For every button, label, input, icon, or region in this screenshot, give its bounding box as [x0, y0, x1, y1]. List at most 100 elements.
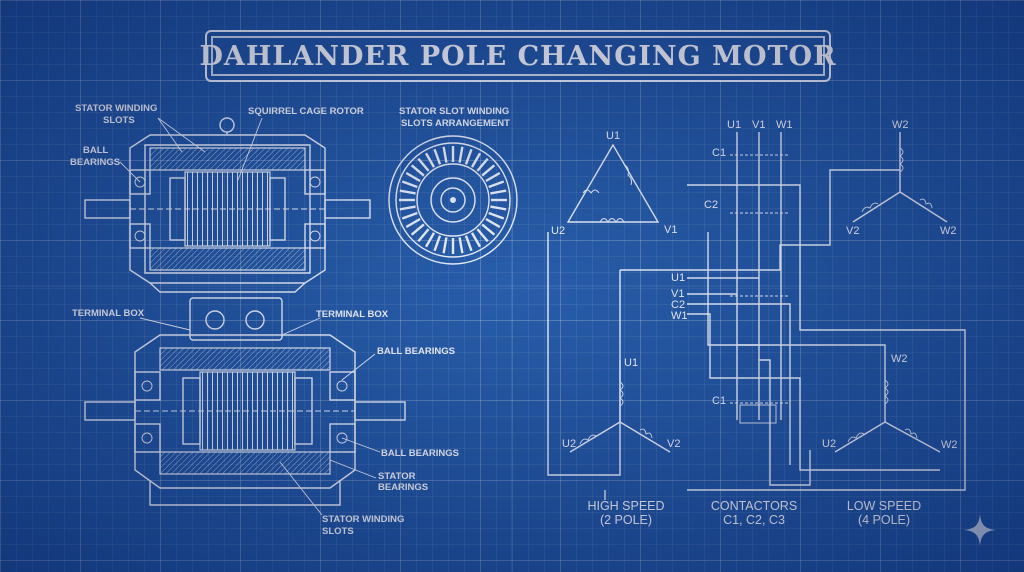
- stator-slot: [490, 189, 507, 195]
- motor-housing-top: [129, 134, 326, 284]
- stator-slot: [485, 217, 501, 229]
- stator-slot: [481, 223, 496, 236]
- low-speed-star-top: [852, 132, 948, 223]
- shaft-right-top: [324, 199, 371, 219]
- stator-slot: [476, 157, 489, 172]
- label-ball-bearings-left-1: BALL: [83, 145, 109, 156]
- stator-slot: [470, 232, 482, 248]
- caption-low-speed-2: (4 POLE): [858, 513, 910, 527]
- high-speed-star: [569, 360, 671, 453]
- ls-top-label-w2: W2: [892, 119, 909, 131]
- stator-slot: [490, 205, 507, 211]
- delta-label-u1: U1: [606, 130, 620, 142]
- ls-top-label-w2-right: W2: [940, 225, 957, 237]
- bearing-ball-1: [134, 176, 146, 188]
- caption-low-speed-1: LOW SPEED: [847, 499, 921, 513]
- motor-feet: [149, 480, 341, 506]
- fold-line-horizontal: [0, 285, 1024, 287]
- ls-top-label-v2: V2: [846, 225, 859, 237]
- stator-slot: [470, 152, 482, 168]
- lifting-eye-top: [219, 117, 235, 133]
- stator-slot: [442, 237, 448, 254]
- hs-label-v2: V2: [667, 438, 680, 450]
- shaft-left-top: [84, 199, 131, 219]
- stator-slot: [405, 171, 421, 183]
- stator-upper-bottom: [159, 347, 331, 371]
- label-stator-slot-arrangement-2: SLOTS ARRANGEMENT: [401, 118, 510, 129]
- label-squirrel-cage-rotor: SQUIRREL CAGE ROTOR: [248, 106, 364, 117]
- lb-label-w2-right: W2: [941, 439, 958, 451]
- mid-label-u1: U1: [671, 272, 685, 284]
- title-frame: DAHLANDER POLE CHANGING MOTOR: [200, 30, 836, 82]
- label-stator-slot-arrangement-1: STATOR SLOT WINDING: [399, 106, 509, 117]
- label-terminal-box-right: TERMINAL BOX: [316, 309, 389, 320]
- bearing-ball-2: [134, 230, 146, 242]
- stator-slot: [424, 232, 436, 248]
- delta-label-u2: U2: [551, 225, 565, 237]
- stator-upper-top: [149, 147, 306, 171]
- stator-slot: [399, 189, 416, 195]
- contactor-label-c2: C2: [704, 199, 718, 211]
- inner-frame-top: [144, 144, 311, 274]
- label-stator-winding-slots-top-2: SLOTS: [103, 115, 135, 126]
- stator-slot: [485, 171, 501, 183]
- fold-line-vertical: [511, 0, 513, 572]
- hs-label-u1: U1: [624, 357, 638, 369]
- stator-slot: [442, 146, 448, 163]
- motor-base-top: [149, 282, 306, 293]
- sparkle-star-icon: [964, 514, 996, 546]
- contactor-label-v1: V1: [752, 119, 765, 131]
- stator-lower-bottom: [159, 451, 331, 475]
- mid-label-w1: W1: [671, 310, 688, 322]
- caption-contactors-1: CONTACTORS: [711, 499, 797, 513]
- stator-slot: [458, 146, 464, 163]
- shaft-right-bottom: [354, 401, 406, 421]
- label-stator-bearings-1: STATOR: [378, 471, 416, 482]
- terminal-box: [189, 297, 283, 341]
- contactor-label-c1-bottom: C1: [712, 395, 726, 407]
- bearing-housing-ul: [129, 169, 151, 195]
- mid-label-v1: V1: [671, 288, 684, 300]
- label-stator-winding-slots-bottom-2: SLOTS: [322, 526, 354, 537]
- label-ball-bearings-left-2: BEARINGS: [70, 157, 120, 168]
- stator-slot: [488, 180, 505, 189]
- motor-section-bottom: [84, 297, 406, 516]
- delta-label-v1: V1: [664, 224, 677, 236]
- bearing-ball-4: [309, 230, 321, 242]
- bearing-ball-3: [309, 176, 321, 188]
- caption-high-speed-2: (2 POLE): [600, 513, 652, 527]
- caption-high-speed-1: HIGH SPEED: [587, 499, 664, 513]
- stator-slot: [401, 211, 418, 220]
- label-terminal-box-left: TERMINAL BOX: [72, 308, 145, 319]
- motor-section-top: [84, 117, 371, 293]
- contactor-label-w1: W1: [776, 119, 793, 131]
- bearing-housing-ur: [304, 169, 326, 195]
- lb-label-w2: W2: [891, 353, 908, 365]
- stator-slot: [405, 217, 421, 229]
- caption-contactors-2: C1, C2, C3: [723, 513, 785, 527]
- stator-slot-disc: [388, 135, 518, 265]
- contactor-label-c1-top: C1: [712, 147, 726, 159]
- stator-slot: [417, 157, 430, 172]
- stator-slot: [401, 180, 418, 189]
- stator-slot: [410, 223, 425, 236]
- shaft-left-bottom: [84, 401, 136, 421]
- hs-label-u2: U2: [562, 438, 576, 450]
- stator-slot: [433, 235, 442, 252]
- contactor-wiring: [547, 132, 966, 500]
- page-title: DAHLANDER POLE CHANGING MOTOR: [199, 40, 837, 72]
- contactor-label-u1: U1: [727, 119, 741, 131]
- label-ball-bearings-right-bottom: BALL BEARINGS: [381, 448, 459, 459]
- delta-winding: [566, 143, 660, 223]
- stator-lower-top: [149, 247, 306, 271]
- label-stator-winding-slots-bottom-1: STATOR WINDING: [322, 514, 404, 525]
- stator-slot: [417, 228, 430, 243]
- stator-slot: [399, 205, 416, 211]
- lb-label-u2: U2: [822, 438, 836, 450]
- stator-slot: [424, 152, 436, 168]
- stator-slot: [464, 148, 473, 165]
- stator-slot: [464, 235, 473, 252]
- bearing-housing-lr: [304, 223, 326, 249]
